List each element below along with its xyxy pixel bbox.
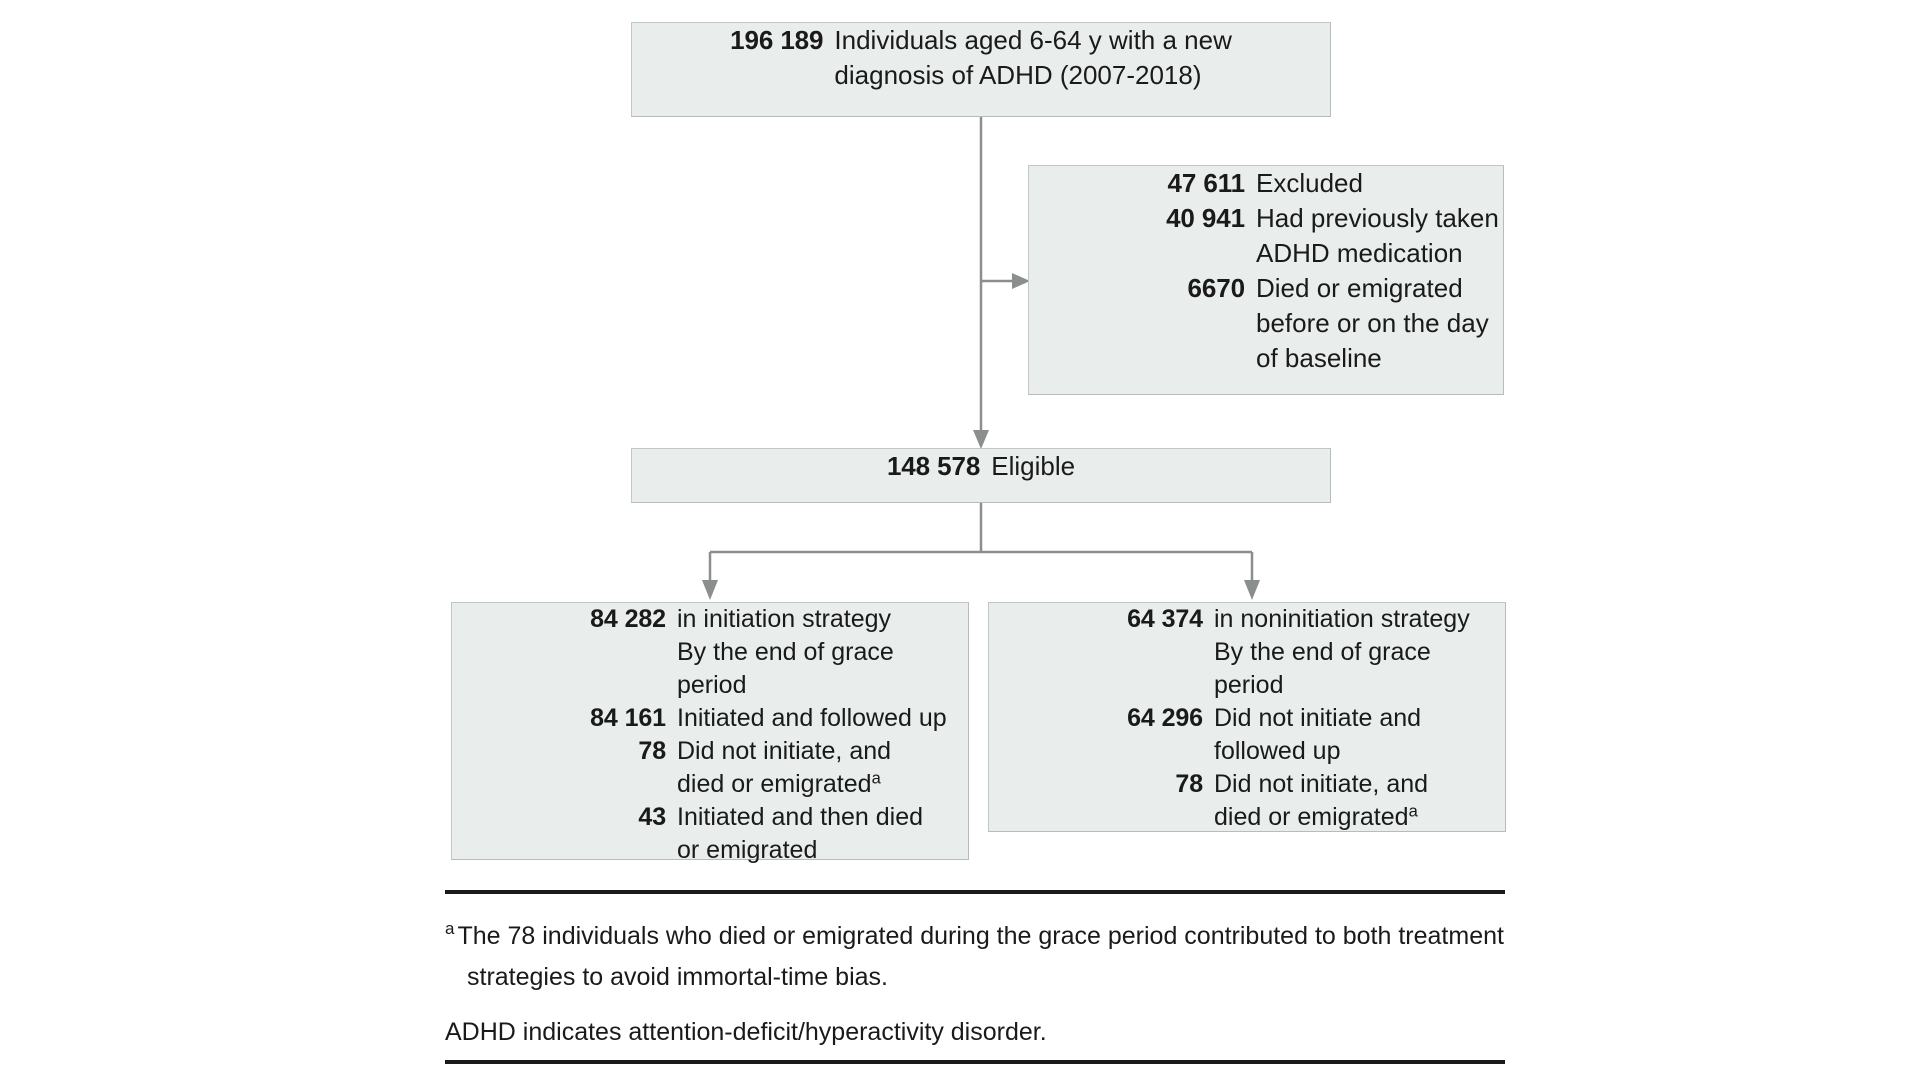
- noninitiation-followed-count: 64 296: [1127, 704, 1203, 732]
- flow-row: 64 374 in noninitiation strategy: [1001, 603, 1505, 636]
- flow-row: 64 296 Did not initiate and followed up: [1001, 702, 1505, 768]
- excluded-prior-med-label: Had previously taken ADHD medication: [1256, 203, 1499, 268]
- arrowhead-eligible: [973, 430, 989, 449]
- excluded-died-count: 6670: [1187, 273, 1246, 303]
- excluded-total-label: Excluded: [1256, 168, 1363, 198]
- arrowhead-noninitiation: [1244, 580, 1260, 600]
- flow-row: 40 941 Had previously taken ADHD medicat…: [1040, 201, 1499, 271]
- excluded-died-label: Died or emigrated before or on the day o…: [1256, 273, 1489, 373]
- footnote-rule-bottom: [445, 1060, 1505, 1064]
- flow-row: By the end of grace period: [1001, 636, 1505, 702]
- box-top-count: 196 189: [730, 25, 824, 55]
- box-excluded-rows: 47 611 Excluded 40 941 Had previously ta…: [1040, 166, 1499, 376]
- noninitiation-notinit-died-label: Did not initiate, and died or emigrateda: [1214, 768, 1505, 834]
- footnote-marker-a: a: [1408, 802, 1418, 821]
- footnote-abbreviation: ADHD indicates attention-deficit/hyperac…: [445, 1018, 1047, 1046]
- initiation-total-count: 84 282: [590, 605, 666, 633]
- flow-row: 148 578 Eligible: [887, 449, 1075, 484]
- noninitiation-grace-label: By the end of grace period: [1214, 638, 1438, 699]
- eligible-label: Eligible: [991, 451, 1076, 481]
- box-top-rows: 196 189 Individuals aged 6-64 y with a n…: [730, 23, 1232, 93]
- box-initiation-strategy: 84 282 in initiation strategy By the end…: [451, 602, 969, 864]
- box-eligible-rows: 148 578 Eligible: [887, 449, 1075, 484]
- excluded-prior-med-count: 40 941: [1166, 203, 1245, 233]
- initiation-followed-count: 84 161: [590, 704, 666, 732]
- initiation-notinit-died-text: Did not initiate, and died or emigrated: [677, 737, 892, 798]
- box-noninitiation-strategy: 64 374 in noninitiation strategy By the …: [988, 602, 1506, 832]
- initiation-notinit-died-count: 78: [638, 737, 666, 765]
- flow-row: 43 Initiated and then died or emigrated: [464, 801, 968, 867]
- eligible-count: 148 578: [886, 451, 981, 481]
- footnote-rule-top: [445, 890, 1505, 894]
- initiation-then-died-count: 43: [638, 803, 666, 831]
- box-top-line1: Individuals aged 6-64 y with a new: [834, 25, 1232, 55]
- noninitiation-notinit-died-text: Did not initiate, and died or emigrated: [1214, 770, 1429, 831]
- box-initiation-rows: 84 282 in initiation strategy By the end…: [464, 603, 968, 867]
- flow-row: 196 189 Individuals aged 6-64 y with a n…: [730, 23, 1232, 93]
- flow-row: 47 611 Excluded: [1040, 166, 1499, 201]
- box-top-line2: diagnosis of ADHD (2007-2018): [834, 60, 1202, 90]
- flow-row: 78 Did not initiate, and died or emigrat…: [464, 735, 968, 801]
- flow-row: 6670 Died or emigrated before or on the …: [1040, 271, 1499, 376]
- box-top-label: Individuals aged 6-64 y with a new diagno…: [834, 23, 1231, 93]
- initiation-then-died-label: Initiated and then died or emigrated: [677, 803, 924, 864]
- noninitiation-total-count: 64 374: [1127, 605, 1203, 633]
- flow-row: 84 282 in initiation strategy: [464, 603, 968, 636]
- initiation-grace-label: By the end of grace period: [677, 638, 901, 699]
- noninitiation-followed-label: Did not initiate and followed up: [1214, 704, 1422, 765]
- footnote-a-marker: a: [445, 919, 455, 939]
- noninitiation-notinit-died-count: 78: [1175, 770, 1203, 798]
- box-noninitiation-rows: 64 374 in noninitiation strategy By the …: [1001, 603, 1505, 834]
- initiation-notinit-died-label: Did not initiate, and died or emigrateda: [677, 735, 968, 801]
- flow-row: By the end of grace period: [464, 636, 968, 702]
- box-eligible: 148 578 Eligible: [631, 448, 1331, 503]
- excluded-total-count: 47 611: [1167, 168, 1246, 198]
- footnote-marker-a: a: [871, 769, 881, 788]
- initiation-total-label: in initiation strategy: [677, 605, 892, 633]
- noninitiation-total-label: in noninitiation strategy: [1214, 605, 1470, 633]
- flow-row: 78 Did not initiate, and died or emigrat…: [1001, 768, 1505, 834]
- footnote-a-text: The 78 individuals who died or emigrated…: [457, 922, 1504, 991]
- box-total-screened: 196 189 Individuals aged 6-64 y with a n…: [631, 22, 1331, 117]
- box-excluded: 47 611 Excluded 40 941 Had previously ta…: [1028, 165, 1504, 395]
- flow-row: 84 161 Initiated and followed up: [464, 702, 968, 735]
- arrowhead-initiation: [702, 580, 718, 600]
- initiation-followed-label: Initiated and followed up: [677, 704, 947, 732]
